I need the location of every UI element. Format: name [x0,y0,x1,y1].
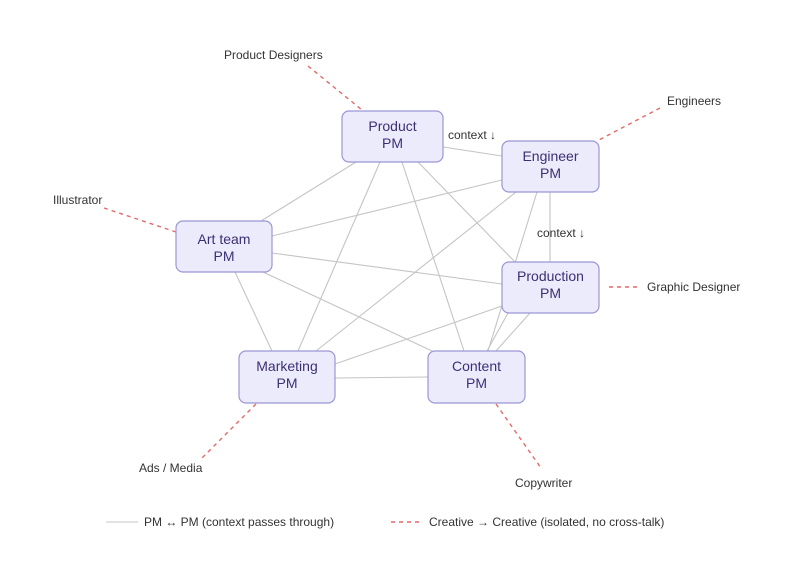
creative-edges [103,65,661,469]
legend: PM ↔ PM (context passes through) Creativ… [106,515,664,529]
edge-marketing-content [334,376,429,379]
creative-label-ads-media: Ads / Media [139,461,203,475]
edge-product-art [260,161,357,222]
edge-art-marketing [234,271,273,352]
pm-edges [234,146,551,379]
edge-production-content-a [486,312,509,352]
creative-edge-marketing [201,403,257,459]
legend-creative-label: Creative → Creative (isolated, no cross-… [429,515,664,529]
note-engineer-production: context ↓ [537,226,585,240]
node-product-pm-line2: PM [382,135,403,151]
node-content-pm-line2: PM [466,375,487,391]
edge-engineer-marketing [315,191,517,352]
edge-product-content [401,161,465,352]
edge-art-content [262,271,433,352]
node-product-pm-line1: Product [368,118,416,134]
node-art-team-pm[interactable]: Art team PM [175,220,273,273]
creative-label-engineers: Engineers [667,94,721,108]
node-engineer-pm-line2: PM [540,165,561,181]
edge-product-production [417,161,516,263]
creative-label-copywriter: Copywriter [515,476,572,490]
edge-engineer-art [271,179,503,237]
creative-label-illustrator: Illustrator [53,193,102,207]
node-engineer-pm[interactable]: Engineer PM [501,140,600,193]
creative-edge-art [103,207,177,233]
node-art-team-pm-line1: Art team [198,231,251,247]
node-production-pm[interactable]: Production PM [501,261,600,314]
node-production-pm-line2: PM [540,285,561,301]
edge-product-marketing [297,161,381,352]
creative-label-product-designers: Product Designers [224,48,323,62]
node-content-pm[interactable]: Content PM [427,350,526,404]
creative-edge-content [495,403,542,469]
node-product-pm[interactable]: Product PM [341,110,444,163]
node-art-team-pm-line2: PM [214,248,235,264]
node-marketing-pm[interactable]: Marketing PM [238,350,336,404]
edge-production-content-b [495,312,531,352]
edge-art-production [271,252,503,285]
creative-edge-engineer [596,107,661,142]
node-engineer-pm-line1: Engineer [522,148,578,164]
creative-edge-product [307,65,363,111]
node-marketing-pm-line2: PM [277,375,298,391]
edge-product-engineer [442,146,503,157]
node-marketing-pm-line1: Marketing [256,358,317,374]
creative-label-graphic-designer: Graphic Designer [647,280,740,294]
edge-production-marketing [334,305,503,365]
legend-pm-label: PM ↔ PM (context passes through) [144,515,334,529]
note-product-engineer: context ↓ [448,128,496,142]
node-production-pm-line1: Production [517,268,584,284]
node-content-pm-line1: Content [452,358,501,374]
